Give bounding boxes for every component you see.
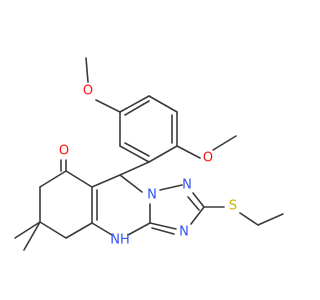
atom-labels: O O O N N N NH S	[59, 84, 237, 248]
atom-nh: NH	[110, 233, 130, 248]
bond-cme2-ch2b	[39, 221, 67, 239]
bond-ring-o-right	[176, 145, 201, 159]
bond-c8a-co	[65, 170, 93, 188]
bond-cme2-me1	[14, 221, 41, 239]
bond-n2-c2-double	[187, 196, 200, 211]
bond-cme2-me2	[23, 221, 41, 251]
bond-n2-c2	[192, 192, 205, 208]
atom-n-triazole-2: N	[182, 178, 192, 193]
atom-o-methoxy-right: O	[203, 151, 213, 166]
molecule-diagram: O O O N N N NH S	[14, 57, 284, 251]
bond-c4a-nh	[91, 222, 113, 236]
atom-s-thioether: S	[229, 199, 237, 214]
bond-ar-4	[148, 145, 178, 163]
bond-ar-1b	[124, 100, 150, 116]
bond-nh-c9a	[127, 222, 151, 236]
bond-s-ch2	[239, 212, 259, 226]
bond-co-ch2	[39, 170, 67, 188]
bond-n3-c9a	[149, 222, 177, 230]
bond-ar-1	[119, 95, 150, 113]
bond-ch2b-c4a	[65, 222, 93, 239]
bond-n3-c9a-double	[151, 227, 175, 235]
bond-c2-n3	[190, 206, 205, 225]
bond-ch-c8a	[91, 174, 121, 188]
bond-n1-n2	[159, 184, 183, 191]
bond-ch-n1	[119, 174, 143, 193]
atom-o-methoxy-top: O	[83, 84, 93, 99]
atom-n-triazole-3: N	[179, 225, 189, 240]
bond-ar-5b	[124, 142, 150, 157]
bond-o-top-ring	[95, 99, 121, 113]
bond-o-right-methyl	[212, 135, 237, 151]
bond-lines	[14, 57, 284, 251]
bond-aryl-ch	[119, 161, 150, 176]
bond-methyl-o-top	[85, 57, 89, 83]
atom-o-ketone: O	[59, 144, 69, 159]
bond-ar-5	[119, 145, 150, 163]
atom-n-triazole-1: N	[147, 188, 157, 203]
bond-ar-2	[148, 95, 178, 113]
bond-ch2-ch3	[257, 213, 284, 226]
